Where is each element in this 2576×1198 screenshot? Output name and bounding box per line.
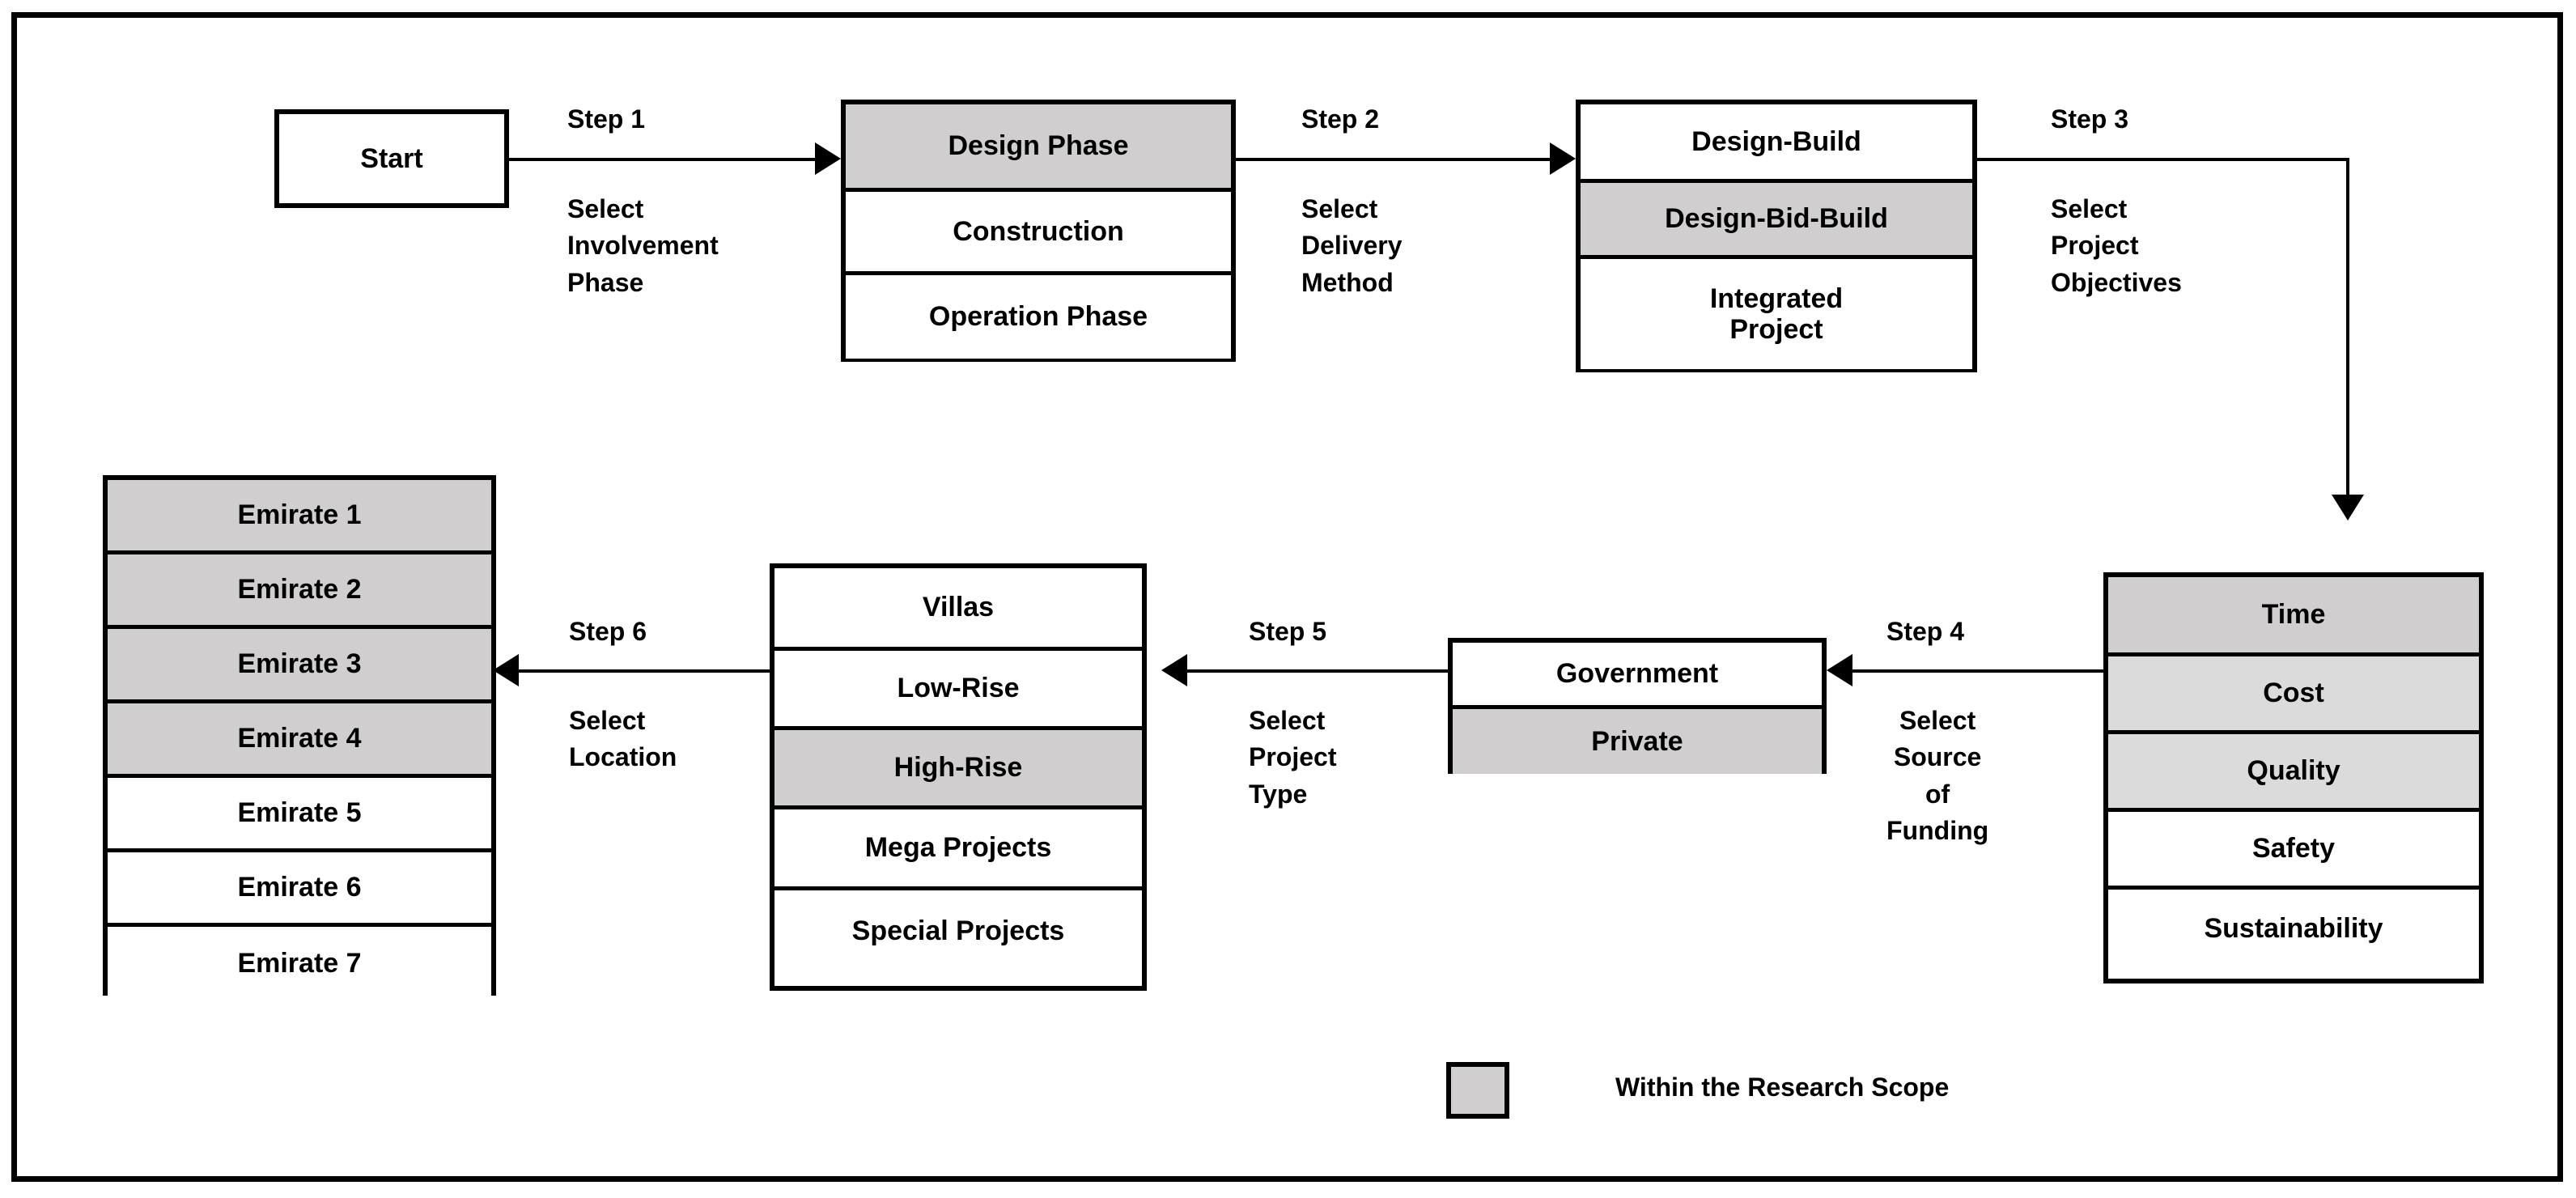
option-design-build[interactable]: Design-Build: [1581, 104, 1972, 183]
option-villas-label: Villas: [922, 592, 995, 623]
step3-arrow-line-vertical: [2346, 158, 2349, 498]
option-quality[interactable]: Quality: [2108, 734, 2479, 812]
option-cost-label: Cost: [2263, 678, 2324, 709]
option-private[interactable]: Private: [1453, 709, 1822, 774]
step6-title: Step 6: [569, 617, 647, 646]
involvement-phase-stack: Design Phase Construction Operation Phas…: [841, 100, 1236, 362]
step2-arrow-head: [1550, 142, 1576, 175]
option-design-build-label: Design-Build: [1691, 125, 1861, 157]
option-villas[interactable]: Villas: [774, 568, 1142, 651]
option-emirate-1[interactable]: Emirate 1: [108, 480, 491, 554]
option-design-bid-build-label: Design-Bid-Build: [1665, 203, 1888, 235]
option-operation-phase-label: Operation Phase: [928, 301, 1148, 333]
option-emirate-6-label: Emirate 6: [237, 872, 362, 903]
step2-arrow-line: [1236, 158, 1551, 161]
step1-arrow-head: [815, 142, 841, 175]
option-emirate-1-label: Emirate 1: [237, 499, 362, 531]
step1-description: Select Involvement Phase: [567, 194, 719, 297]
start-box[interactable]: Start: [274, 109, 509, 208]
step1-title: Step 1: [567, 104, 646, 134]
option-safety-label: Safety: [2251, 833, 2336, 865]
step3-arrow-line-horizontal: [1977, 158, 2349, 161]
legend-swatch: [1446, 1062, 1509, 1119]
project-objectives-stack: Time Cost Quality Safety Sustainability: [2103, 572, 2484, 983]
option-emirate-4-label: Emirate 4: [237, 723, 362, 754]
delivery-method-stack: Design-Build Design-Bid-Build Integrated…: [1576, 100, 1977, 372]
option-emirate-5-label: Emirate 5: [237, 797, 362, 829]
option-sustainability-label: Sustainability: [2204, 912, 2383, 944]
location-stack: Emirate 1 Emirate 2 Emirate 3 Emirate 4 …: [103, 475, 496, 1000]
diagram-outer-frame: Start Step 1 Select Involvement Phase De…: [11, 12, 2563, 1182]
option-special-projects[interactable]: Special Projects: [774, 890, 1142, 971]
step5-title: Step 5: [1249, 617, 1327, 646]
option-government[interactable]: Government: [1453, 643, 1822, 709]
option-emirate-5[interactable]: Emirate 5: [108, 778, 491, 852]
step4-arrow-line: [1852, 669, 2105, 673]
option-low-rise[interactable]: Low-Rise: [774, 651, 1142, 730]
step2-title: Step 2: [1301, 104, 1380, 134]
option-design-phase[interactable]: Design Phase: [846, 104, 1231, 192]
start-box-label: Start: [360, 142, 423, 174]
option-mega-projects[interactable]: Mega Projects: [774, 809, 1142, 890]
option-emirate-2[interactable]: Emirate 2: [108, 554, 491, 629]
option-emirate-7[interactable]: Emirate 7: [108, 927, 491, 1000]
option-mega-projects-label: Mega Projects: [864, 832, 1052, 864]
option-high-rise[interactable]: High-Rise: [774, 730, 1142, 809]
option-construction-label: Construction: [953, 215, 1124, 247]
source-of-funding-stack: Government Private: [1448, 638, 1827, 774]
step6-arrow-head: [493, 654, 519, 686]
step6-description: Select Location: [569, 706, 677, 772]
step3-title: Step 3: [2051, 104, 2129, 134]
option-high-rise-label: High-Rise: [893, 752, 1023, 784]
option-time[interactable]: Time: [2108, 577, 2479, 656]
step5-arrow-line: [1187, 669, 1449, 673]
option-government-label: Government: [1555, 658, 1719, 690]
option-operation-phase[interactable]: Operation Phase: [846, 275, 1231, 359]
step4-description: Select Source of Funding: [1886, 706, 1989, 846]
step4-arrow-head: [1827, 654, 1852, 686]
option-low-rise-label: Low-Rise: [897, 673, 1020, 704]
step5-arrow-head: [1161, 654, 1187, 686]
option-special-projects-label: Special Projects: [851, 915, 1065, 946]
option-time-label: Time: [2261, 599, 2326, 631]
option-design-phase-label: Design Phase: [948, 130, 1129, 162]
step6-arrow-line: [519, 669, 770, 673]
option-cost[interactable]: Cost: [2108, 656, 2479, 734]
legend-label: Within the Research Scope: [1615, 1073, 1950, 1102]
option-emirate-3[interactable]: Emirate 3: [108, 629, 491, 703]
option-safety[interactable]: Safety: [2108, 812, 2479, 890]
step3-description: Select Project Objectives: [2051, 194, 2182, 297]
step4-title: Step 4: [1886, 617, 1965, 646]
option-integrated-project[interactable]: Integrated Project: [1581, 259, 1972, 369]
option-integrated-project-label: Integrated Project: [1709, 283, 1844, 345]
option-emirate-6[interactable]: Emirate 6: [108, 852, 491, 927]
step2-description: Select Delivery Method: [1301, 194, 1403, 297]
option-construction[interactable]: Construction: [846, 192, 1231, 275]
step1-arrow-line: [509, 158, 817, 161]
option-private-label: Private: [1591, 725, 1683, 757]
step5-description: Select Project Type: [1249, 706, 1337, 809]
step3-arrow-head: [2332, 495, 2364, 520]
option-emirate-3-label: Emirate 3: [237, 648, 362, 680]
option-emirate-4[interactable]: Emirate 4: [108, 703, 491, 778]
option-quality-label: Quality: [2247, 755, 2340, 787]
option-sustainability[interactable]: Sustainability: [2108, 890, 2479, 967]
project-type-stack: Villas Low-Rise High-Rise Mega Projects …: [770, 563, 1147, 991]
option-emirate-2-label: Emirate 2: [237, 574, 362, 605]
option-design-bid-build[interactable]: Design-Bid-Build: [1581, 183, 1972, 259]
option-emirate-7-label: Emirate 7: [237, 948, 362, 979]
